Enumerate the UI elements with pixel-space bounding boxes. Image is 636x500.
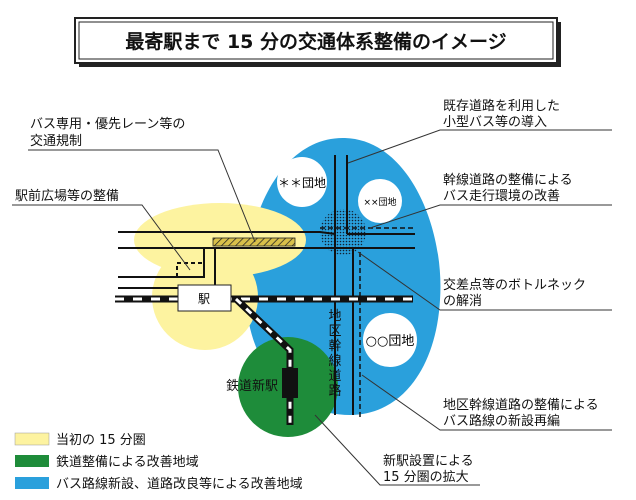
railway <box>115 295 413 425</box>
svg-text:路: 路 <box>328 383 341 399</box>
new-station-marker <box>282 368 298 398</box>
legend: 当初の 15 分圏 鉄道整備による改善地域 バス路線新設、道路改良等による改善地… <box>14 432 303 492</box>
new-station-desc-2: 15 分圏の拡大 <box>383 470 469 485</box>
district-road-label: 地 区 幹 線 道 路 <box>328 309 341 399</box>
station-box <box>177 284 232 312</box>
title-box: 最寄駅まで 15 分の交通体系整備のイメージ <box>74 17 561 67</box>
estate-2: ××団地 <box>363 196 396 208</box>
svg-text:幹: 幹 <box>328 338 341 354</box>
intersection-bottleneck <box>320 209 366 255</box>
bottleneck-label-1: 交差点等のボトルネック <box>443 277 586 293</box>
new-station-label: 鉄道新駅 <box>226 378 278 394</box>
leader-lines <box>12 129 612 486</box>
bus-lane-label-1: バス専用・優先レーン等の <box>30 116 185 132</box>
station-label: 駅 <box>198 292 210 306</box>
bus-lane-hatch <box>212 237 296 247</box>
legend-swatch-rail <box>15 455 49 467</box>
trunk-road-label-2: バス走行環境の改善 <box>443 188 560 204</box>
new-station-desc-1: 新駅設置による <box>383 453 474 469</box>
district-road-desc-1: 地区幹線道路の整備による <box>443 397 599 413</box>
estate-1: ＊＊団地 <box>278 176 326 190</box>
trunk-road-label-1: 幹線道路の整備による <box>443 172 573 188</box>
bus-lane-label-2: 交通規制 <box>30 133 82 149</box>
roads <box>118 155 415 418</box>
legend-label-bus: バス路線新設、道路改良等による改善地域 <box>56 476 303 492</box>
svg-text:地: 地 <box>328 309 341 324</box>
legend-swatch-bus <box>15 477 49 489</box>
estate-3: ○○団地 <box>366 334 415 349</box>
bottleneck-label-2: の解消 <box>443 294 482 309</box>
station-plaza-label: 駅前広場等の整備 <box>15 188 119 204</box>
small-bus-label-2: 小型バス等の導入 <box>443 114 547 130</box>
svg-text:区: 区 <box>328 324 341 339</box>
legend-label-rail: 鉄道整備による改善地域 <box>56 454 199 470</box>
small-bus-label-1: 既存道路を利用した <box>443 98 560 114</box>
district-road-desc-2: バス路線の新設再編 <box>443 413 560 429</box>
page-title: 最寄駅まで 15 分の交通体系整備のイメージ <box>125 30 506 53</box>
svg-text:道: 道 <box>328 369 341 384</box>
svg-text:線: 線 <box>328 353 341 369</box>
legend-swatch-initial <box>14 432 50 446</box>
legend-label-initial: 当初の 15 分圏 <box>56 433 146 448</box>
